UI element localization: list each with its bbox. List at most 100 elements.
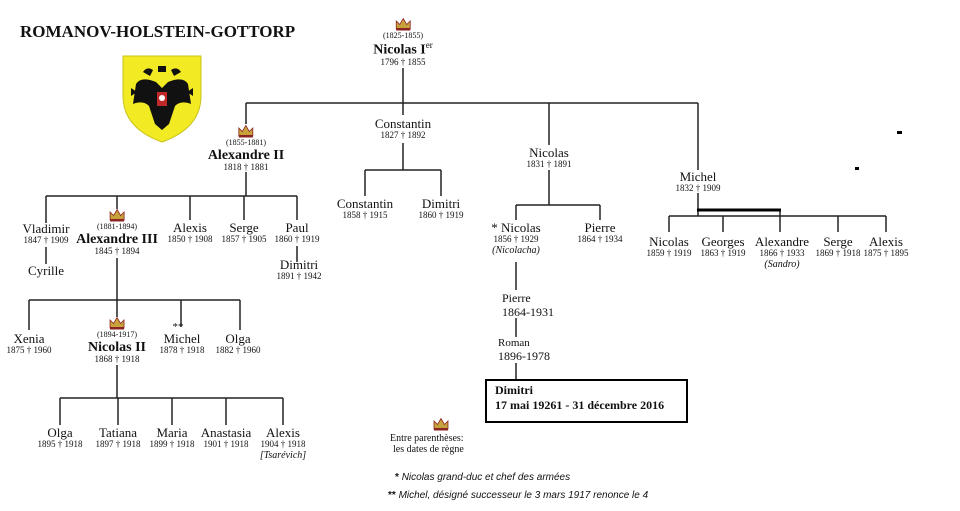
life-dates: 1891 † 1942 [276, 271, 322, 282]
person-name: Alexandre II [207, 147, 285, 163]
person-name: Anastasia [200, 425, 252, 440]
node-alexis-a2: Alexis 1850 † 1908 [167, 220, 213, 245]
life-dates: 1895 † 1918 [37, 439, 83, 450]
legend-line: Entre parenthèses: [390, 433, 464, 444]
reign-dates: (1894-1917) [96, 330, 137, 339]
person-name: Alexandre [754, 234, 810, 249]
footnote: * Nicolas grand-duc et chef des armées [395, 472, 571, 483]
person-name: Dimitri [495, 383, 533, 397]
node-nicolas-ii-child: Maria 1899 † 1918 [149, 425, 195, 450]
life-dates: 1818 † 1881 [223, 162, 269, 173]
footnote-mark: ** [172, 321, 184, 333]
life-dates: 1860 † 1919 [274, 234, 320, 245]
double-headed-eagle-crest [122, 55, 202, 143]
node-nicolas-ii: (1894-1917) Nicolas II 1868 † 1918 [88, 316, 146, 365]
life-dates: 1796 † 1855 [380, 56, 426, 67]
node-roman: Roman 1896-1978 [498, 337, 550, 363]
node-michel-gd: Michel 1832 † 1909 [675, 169, 721, 194]
node-olga-a3: Olga 1882 † 1960 [215, 331, 261, 356]
life-dates: 1875 † 1960 [6, 345, 52, 356]
person-name: Vladimir [22, 221, 70, 236]
life-dates: 1832 † 1909 [675, 183, 721, 194]
node-michel-child: Georges 1863 † 1919 [700, 234, 746, 259]
node-alexandre-iii: (1881-1894) Alexandre III 1845 † 1894 [76, 208, 158, 257]
crown-icon [395, 17, 411, 31]
node-dimitri-p: Dimitri 1891 † 1942 [276, 257, 322, 282]
life-dates: 1858 † 1915 [342, 210, 388, 221]
node-pierre-n: Pierre 1864 † 1934 [577, 220, 623, 245]
reign-dates: (1881-1894) [97, 222, 137, 231]
life-dates: 1897 † 1918 [95, 439, 141, 450]
person-name: Tatiana [98, 425, 138, 440]
node-constantin-jr: Constantin 1858 † 1915 [336, 196, 394, 221]
person-name: Michel [163, 330, 201, 346]
node-paul: Paul 1860 † 1919 [274, 220, 320, 245]
person-name: Pierre [584, 220, 616, 235]
node-michel-child: Nicolas 1859 † 1919 [646, 234, 692, 259]
legend: Entre parenthèses: les dates de règne [390, 417, 693, 455]
person-name: Alexis [173, 220, 207, 235]
node-michel-child: Alexis 1875 † 1895 [864, 234, 909, 259]
life-dates: 1860 † 1919 [418, 210, 464, 221]
life-dates: 17 mai 19261 - 31 décembre 2016 [495, 398, 665, 412]
reign-dates: (1855-1881) [225, 138, 266, 147]
person-name: Nicolas Ier [373, 39, 433, 58]
person-name: Michel [679, 169, 717, 184]
node-nicolas-ii-child: Alexis 1904 † 1918 [Tsarévich] [260, 425, 306, 461]
stray-mark [897, 131, 902, 134]
life-dates: 1896-1978 [498, 348, 550, 363]
node-nicolas-jr: * Nicolas 1856 † 1929 (Nicolacha) [491, 220, 540, 257]
person-name: Alexis [266, 425, 300, 440]
node-serge-a2: Serge 1857 † 1905 [221, 220, 267, 245]
nickname: (Nicolacha) [492, 245, 540, 257]
life-dates: 1863 † 1919 [700, 248, 746, 259]
node-vladimir: Vladimir 1847 † 1909 [22, 221, 70, 246]
life-dates: 1878 † 1918 [159, 344, 205, 355]
life-dates: 1857 † 1905 [221, 234, 267, 245]
node-nicolas-i: (1825-1855) Nicolas Ier 1796 † 1855 [373, 17, 433, 68]
node-pierre-line: Pierre 1864-1931 [502, 291, 554, 320]
life-dates: 1864-1931 [502, 304, 554, 319]
life-dates: 1864 † 1934 [577, 234, 623, 245]
life-dates: 1868 † 1918 [94, 354, 140, 365]
person-name: Olga [47, 425, 73, 440]
node-constantin: Constantin 1827 † 1892 [375, 116, 431, 141]
dimitri-highlight-box: Dimitri 17 mai 19261 - 31 décembre 2016 [485, 379, 688, 423]
person-name: Roman [498, 337, 530, 349]
person-name: Serge [229, 220, 259, 235]
stray-mark [855, 167, 859, 170]
life-dates: 1882 † 1960 [215, 345, 261, 356]
person-name: Olga [225, 331, 251, 346]
life-dates: 1856 † 1929 [493, 234, 539, 245]
life-dates: 1850 † 1908 [167, 234, 213, 245]
node-nicolas-gd: Nicolas 1831 † 1891 [526, 145, 572, 170]
node-alexandre-ii: (1855-1881) Alexandre II 1818 † 1881 [208, 124, 284, 173]
life-dates: 1899 † 1918 [149, 439, 195, 450]
person-name: Cyrille [27, 263, 65, 278]
life-dates: 1904 † 1918 [260, 439, 306, 450]
crown-icon [109, 208, 125, 222]
person-name: Dimitri [279, 257, 319, 272]
crown-icon [109, 316, 125, 330]
crown-icon [238, 124, 254, 138]
nickname: (Sandro) [764, 259, 800, 271]
person-name: Paul [285, 220, 309, 235]
person-name: Maria [156, 425, 188, 440]
legend-line: les dates de règne [393, 444, 464, 455]
node-michel-child: Alexandre 1866 † 1933 (Sandro) [754, 234, 810, 271]
person-name: Serge [823, 234, 853, 249]
node-michel-child: Serge 1869 † 1918 [816, 234, 861, 259]
life-dates: 1859 † 1919 [646, 248, 692, 259]
life-dates: 1845 † 1894 [94, 246, 140, 257]
person-name: Constantin [336, 196, 394, 211]
life-dates: 1901 † 1918 [203, 439, 249, 450]
page-title: ROMANOV-HOLSTEIN-GOTTORP [20, 22, 296, 41]
life-dates: 1831 † 1891 [526, 159, 572, 170]
person-name: Xenia [13, 331, 45, 346]
node-nicolas-ii-child: Tatiana 1897 † 1918 [95, 425, 141, 450]
node-michel-a3: ** Michel 1878 † 1918 [159, 322, 205, 356]
crown-icon [433, 417, 449, 431]
node-nicolas-ii-child: Anastasia 1901 † 1918 [200, 425, 252, 450]
node-xenia: Xenia 1875 † 1960 [6, 331, 52, 356]
